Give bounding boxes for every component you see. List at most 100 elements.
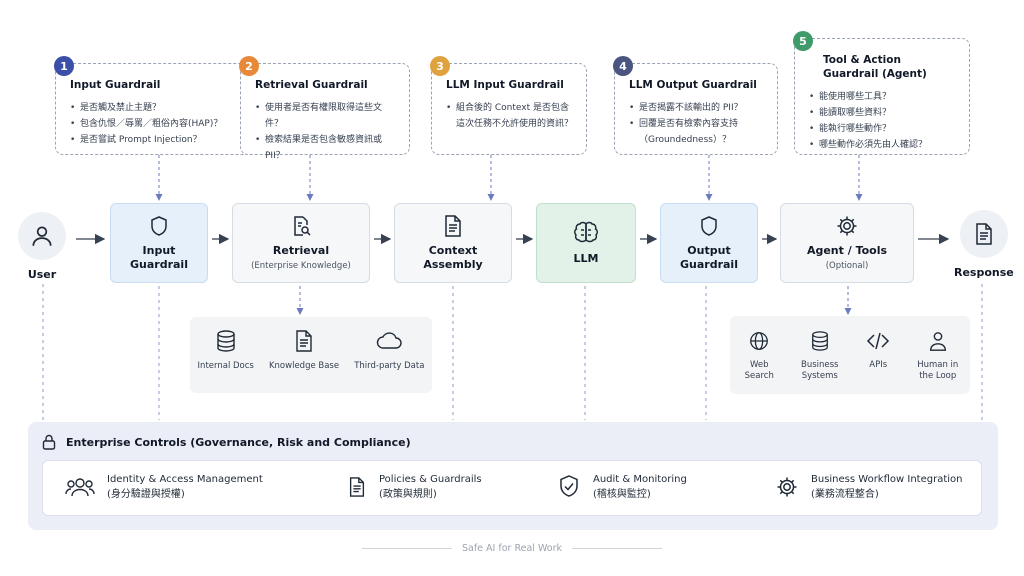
callout-item: 組合後的 Context 是否包含這次任務不允許使用的資訊？	[446, 100, 576, 132]
callout-title: Retrieval Guardrail	[255, 79, 368, 91]
callout-item: 是否觸及禁止主題？	[70, 100, 250, 116]
callout-item: 能使用哪些工具？	[809, 89, 959, 105]
callout-title: Tool & Action Guardrail (Agent)	[823, 54, 927, 80]
enterprise-controls-title: Enterprise Controls (Governance, Risk an…	[66, 435, 411, 449]
llm-label: LLM	[573, 252, 599, 265]
callout-item: 檢索結果是否包含敏感資訊或 PII？	[255, 132, 399, 164]
data-sources-panel: Internal Docs Knowledge Base Third-party…	[190, 317, 432, 393]
step-badge-3: 3	[430, 56, 450, 76]
callout-input-guardrail: 1 Input Guardrail 是否觸及禁止主題？ 包含仇恨／辱罵／粗俗內容…	[54, 56, 261, 155]
control-item-workflow: Business Workflow Integration (業務流程整合)	[775, 472, 962, 502]
source-label: Internal Docs	[197, 361, 254, 371]
document-icon	[296, 330, 312, 352]
control-sublabel: (身分驗證與授權)	[107, 489, 185, 500]
callout-retrieval-guardrail: 2 Retrieval Guardrail 使用者是否有權限取得這些文件？ 檢索…	[239, 56, 410, 161]
tool-item: Business Systems	[796, 330, 844, 382]
step-badge-2: 2	[239, 56, 259, 76]
enterprise-controls-list: Identity & Access Management (身分驗證與授權) P…	[42, 460, 982, 516]
database-icon	[811, 331, 828, 351]
callout-title: LLM Output Guardrail	[629, 79, 757, 91]
step-badge-5: 5	[793, 31, 813, 51]
callout-item: 哪些動作必須先由人確認？	[809, 137, 959, 153]
database-icon	[217, 330, 235, 352]
retrieval-sublabel: (Enterprise Knowledge)	[251, 261, 351, 271]
step-badge-1: 1	[54, 56, 74, 76]
users-icon	[65, 478, 95, 497]
control-item-iam: Identity & Access Management (身分驗證與授權)	[65, 472, 263, 502]
cloud-icon	[377, 332, 402, 349]
tool-label: APIs	[869, 360, 888, 370]
document-search-icon	[294, 216, 311, 236]
callout-tool-action-guardrail: 5 Tool & Action Guardrail (Agent) 能使用哪些工…	[793, 31, 970, 155]
user-icon	[18, 212, 66, 260]
source-label: Third-party Data	[354, 361, 425, 371]
footer-divider	[361, 548, 452, 549]
callout-item: 回覆是否有檢索內容支持（Groundedness）？	[629, 116, 767, 148]
footer-text: Safe AI for Real Work	[461, 543, 563, 554]
enterprise-controls-header: Enterprise Controls (Governance, Risk an…	[42, 434, 411, 450]
source-item: Internal Docs	[198, 329, 254, 372]
tool-label: Business Systems	[801, 360, 839, 381]
callout-item: 能執行哪些動作？	[809, 121, 959, 137]
callout-item: 能讀取哪些資料？	[809, 105, 959, 121]
enterprise-controls-panel: Enterprise Controls (Governance, Risk an…	[28, 422, 998, 530]
shield-icon	[151, 216, 167, 236]
control-sublabel: (稽核與監控)	[593, 489, 651, 500]
user-label: User	[27, 268, 57, 281]
tool-label: Human in the Loop	[917, 360, 959, 381]
context-assembly-node: Context Assembly	[394, 203, 512, 283]
callout-item: 是否揭露不該輸出的 PII？	[629, 100, 767, 116]
code-icon	[867, 332, 890, 350]
agent-tools-label: Agent / Tools	[806, 244, 888, 257]
lock-icon	[42, 434, 56, 450]
agent-tools-sublabel: (Optional)	[825, 261, 869, 271]
tools-panel: Web Search Business Systems APIs Human i…	[730, 316, 970, 394]
response-node: Response	[954, 210, 1014, 279]
document-icon	[959, 210, 1008, 258]
callout-llm-output-guardrail: 4 LLM Output Guardrail 是否揭露不該輸出的 PII？ 回覆…	[613, 56, 778, 155]
retrieval-node: Retrieval (Enterprise Knowledge)	[232, 203, 370, 283]
agent-tools-node: Agent / Tools (Optional)	[780, 203, 914, 283]
output-guardrail-label: Output Guardrail	[680, 244, 738, 271]
input-guardrail-label: Input Guardrail	[130, 244, 188, 271]
response-label: Response	[954, 266, 1014, 279]
control-label: Audit & Monitoring	[593, 474, 687, 485]
source-item: Knowledge Base	[269, 329, 339, 372]
callout-item: 包含仇恨／辱罵／粗俗內容(HAP)？	[70, 116, 250, 132]
control-sublabel: (政策與規則)	[379, 489, 437, 500]
output-guardrail-node: Output Guardrail	[660, 203, 758, 283]
source-item: Third-party Data	[354, 329, 424, 372]
callout-item: 是否嘗試 Prompt Injection？	[70, 132, 250, 148]
footer-divider	[572, 548, 663, 549]
callout-title: Input Guardrail	[70, 79, 161, 91]
brain-icon	[574, 221, 598, 243]
tool-item: Web Search	[737, 330, 781, 382]
control-item-audit: Audit & Monitoring (稽核與監控)	[557, 472, 687, 502]
gear-icon	[777, 477, 797, 497]
person-icon	[929, 332, 946, 351]
control-label: Identity & Access Management	[107, 474, 263, 485]
user-node: User	[18, 212, 66, 281]
callout-llm-input-guardrail: 3 LLM Input Guardrail 組合後的 Context 是否包含這…	[430, 56, 587, 155]
callout-title: LLM Input Guardrail	[446, 79, 564, 91]
globe-icon	[750, 332, 769, 350]
control-item-policies: Policies & Guardrails (政策與規則)	[347, 472, 482, 502]
document-icon	[349, 477, 365, 497]
source-label: Knowledge Base	[268, 361, 340, 371]
tool-item: APIs	[858, 330, 898, 371]
control-label: Business Workflow Integration	[811, 474, 963, 485]
shield-check-icon	[560, 475, 578, 497]
llm-node: LLM	[536, 203, 636, 283]
context-assembly-label: Context Assembly	[423, 244, 483, 271]
footer: Safe AI for Real Work	[0, 543, 1024, 554]
document-icon	[445, 215, 461, 237]
control-sublabel: (業務流程整合)	[811, 489, 879, 500]
shield-icon	[701, 216, 717, 236]
tool-item: Human in the Loop	[913, 330, 963, 382]
tool-label: Web Search	[744, 360, 774, 381]
control-label: Policies & Guardrails	[379, 474, 482, 485]
step-badge-4: 4	[613, 56, 633, 76]
input-guardrail-node: Input Guardrail	[110, 203, 208, 283]
retrieval-label: Retrieval	[272, 244, 330, 257]
